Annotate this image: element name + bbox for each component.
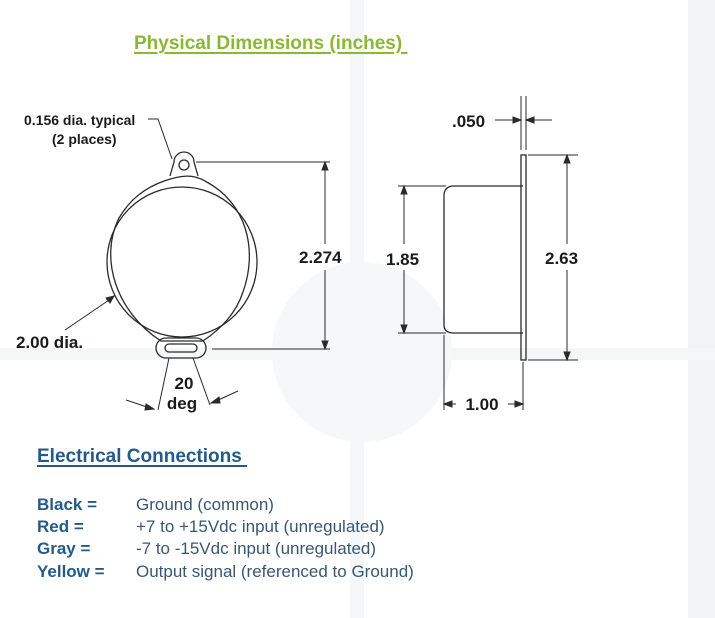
angle-unit-label: deg bbox=[167, 394, 197, 413]
angle-value-label: 20 bbox=[175, 374, 194, 393]
wire-description: +7 to +15Vdc input (unregulated) bbox=[136, 517, 385, 536]
depth-label: 1.00 bbox=[465, 395, 498, 414]
body-height-label: 1.85 bbox=[386, 250, 419, 269]
wire-description: Ground (common) bbox=[136, 495, 274, 514]
dimension-labels: 0.156 dia. typical (2 places) 2.00 dia. … bbox=[16, 112, 578, 414]
front-view bbox=[106, 151, 258, 359]
side-view bbox=[443, 154, 527, 361]
wire-color: Red = bbox=[37, 517, 84, 536]
wire-color: Yellow = bbox=[37, 562, 105, 581]
wire-color: Gray = bbox=[37, 539, 91, 558]
thickness-label: .050 bbox=[452, 112, 485, 131]
physical-dimensions-title: Physical Dimensions (inches) bbox=[134, 33, 408, 54]
flange-height-label: 2.63 bbox=[545, 249, 578, 268]
side-dimension-lines bbox=[398, 96, 578, 410]
wire-color: Black = bbox=[37, 495, 98, 514]
diameter-label: 2.00 dia. bbox=[16, 333, 83, 352]
height-label: 2.274 bbox=[299, 248, 342, 267]
wire-description: -7 to -15Vdc input (unregulated) bbox=[136, 539, 377, 558]
hole-callout-line2: (2 places) bbox=[52, 131, 117, 147]
electrical-connections-title: Electrical Connections bbox=[37, 446, 248, 467]
front-dimension-lines bbox=[64, 118, 330, 411]
hole-callout-line1: 0.156 dia. typical bbox=[24, 112, 135, 128]
wire-description: Output signal (referenced to Ground) bbox=[136, 562, 414, 581]
